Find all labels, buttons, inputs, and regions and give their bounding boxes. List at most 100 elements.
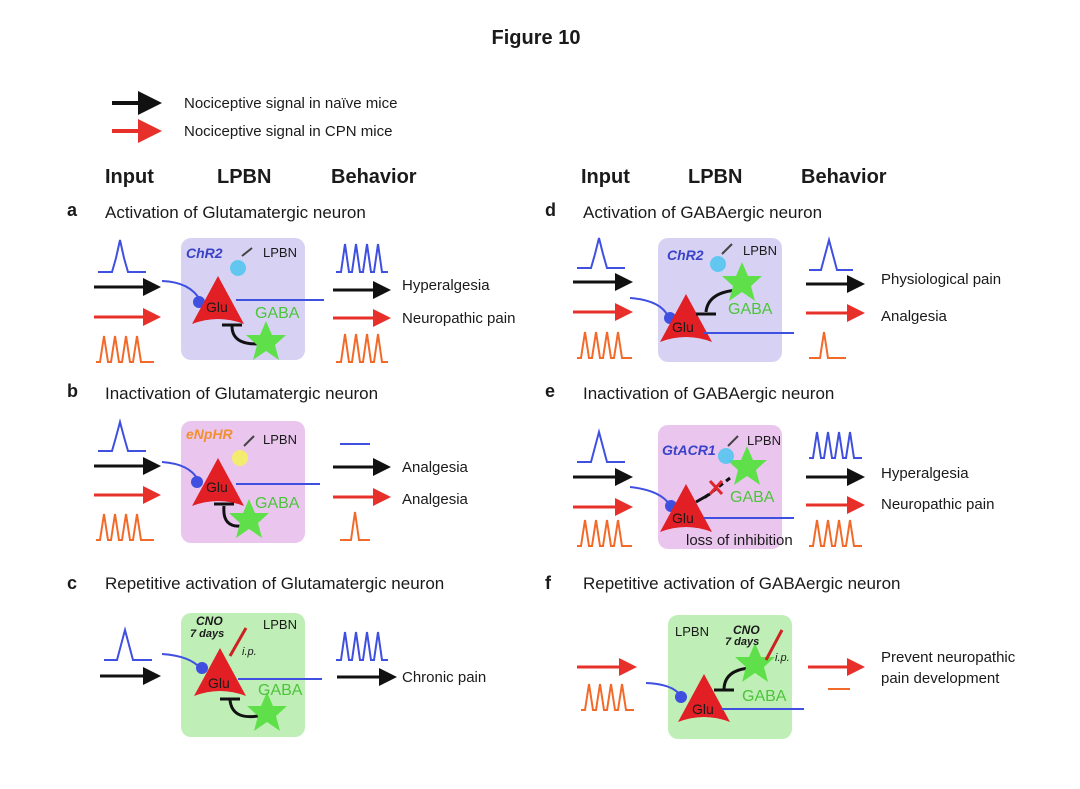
- panel-f-drug-label: CNO: [733, 623, 760, 637]
- panel-d-behavior-red: Analgesia: [881, 308, 948, 325]
- panel-f: f Repetitive activation of GABAergic neu…: [545, 573, 1016, 739]
- panel-b-behavior-red: Analgesia: [402, 491, 469, 508]
- panel-d-light: [710, 256, 726, 272]
- panel-c: c Repetitive activation of Glutamatergic…: [67, 573, 486, 737]
- panel-a-opsin-label: ChR2: [186, 245, 223, 261]
- panel-f-gaba-label: GABA: [742, 688, 787, 705]
- panel-d-letter: d: [545, 200, 556, 220]
- panel-e: e Inactivation of GABAergic neuron Glu G…: [545, 381, 994, 549]
- panel-a-letter: a: [67, 200, 78, 220]
- panel-e-glu-label: Glu: [672, 510, 694, 526]
- panel-c-input-trace-blue: [104, 626, 152, 661]
- panel-b-glu-label: Glu: [206, 479, 228, 495]
- column-header-lpbn-left: LPBN: [217, 166, 271, 188]
- panel-f-region-label: LPBN: [675, 624, 709, 639]
- panel-f-route-label: i.p.: [775, 652, 790, 664]
- panel-d-title: Activation of GABAergic neuron: [583, 203, 822, 222]
- panel-d-input-trace-blue: [577, 237, 625, 269]
- panel-e-region-label: LPBN: [747, 433, 781, 448]
- panel-b-lpbn-box: [181, 421, 305, 543]
- panel-c-duration-label: 7 days: [190, 628, 224, 640]
- panel-e-gaba-label: GABA: [730, 489, 775, 506]
- panel-e-behavior-black: Hyperalgesia: [881, 465, 969, 482]
- panel-a-gaba-label: GABA: [255, 305, 300, 322]
- panel-c-drug-label: CNO: [196, 614, 223, 628]
- panel-a: a Activation of Glutamatergic neuron Glu…: [67, 200, 515, 363]
- panel-b-title: Inactivation of Glutamatergic neuron: [105, 384, 378, 403]
- panel-d-input-trace-orange: [577, 331, 632, 359]
- panel-e-light: [718, 448, 734, 464]
- panel-e-letter: e: [545, 381, 555, 401]
- panel-e-note: loss of inhibition: [686, 532, 793, 549]
- panel-b: b Inactivation of Glutamatergic neuron G…: [67, 381, 469, 543]
- panel-a-region-label: LPBN: [263, 245, 297, 260]
- panel-e-inhibition-bar: [695, 492, 711, 504]
- panel-a-behavior-black: Hyperalgesia: [402, 277, 490, 294]
- panel-d: d Activation of GABAergic neuron Glu GAB…: [545, 200, 1001, 362]
- figure-title: Figure 10: [492, 27, 581, 49]
- column-header-input-left: Input: [105, 166, 154, 188]
- panel-b-input-trace-orange: [96, 513, 154, 541]
- legend-black-label: Nociceptive signal in naïve mice: [184, 95, 397, 112]
- panel-c-title: Repetitive activation of Glutamatergic n…: [105, 574, 444, 593]
- panel-e-behavior-red: Neuropathic pain: [881, 496, 994, 513]
- panel-c-syringe-icon: [228, 627, 248, 657]
- legend-red-label: Nociceptive signal in CPN mice: [184, 123, 392, 140]
- panel-a-behavior-red: Neuropathic pain: [402, 310, 515, 327]
- panel-b-output-trace-orange: [340, 511, 370, 541]
- panel-a-fiber: [241, 247, 253, 257]
- panel-b-behavior-black: Analgesia: [402, 459, 469, 476]
- panel-d-behavior-black: Physiological pain: [881, 271, 1001, 288]
- panel-e-input-trace-blue: [577, 428, 625, 463]
- panel-b-input-trace-blue: [98, 418, 146, 452]
- panel-a-output-trace-orange: [336, 333, 388, 363]
- panel-c-behavior-black: Chronic pain: [402, 669, 486, 686]
- column-header-lpbn-right: LPBN: [688, 166, 742, 188]
- panel-e-output-trace-blue: [809, 431, 862, 459]
- panel-f-title: Repetitive activation of GABAergic neuro…: [583, 574, 901, 593]
- panel-c-inhibition: [228, 699, 259, 719]
- panel-c-gaba-label: GABA: [258, 682, 303, 699]
- panel-c-glu-label: Glu: [208, 675, 230, 691]
- panel-a-input-trace-blue: [98, 239, 146, 273]
- panel-b-opsin-label: eNpHR: [186, 426, 234, 442]
- panel-e-input-trace-orange: [577, 519, 632, 547]
- panel-a-input-trace-orange: [96, 335, 154, 363]
- column-header-input-right: Input: [581, 166, 630, 188]
- panel-c-synapse: [196, 662, 208, 674]
- panel-b-synapse: [191, 476, 203, 488]
- panel-f-synapse: [675, 691, 687, 703]
- panel-b-fiber: [243, 435, 255, 447]
- panel-f-letter: f: [545, 573, 552, 593]
- panel-d-output-trace-blue: [809, 236, 853, 271]
- panel-d-glu-label: Glu: [672, 319, 694, 335]
- panel-c-route-label: i.p.: [242, 646, 257, 658]
- panel-f-glu-label: Glu: [692, 701, 714, 717]
- panel-f-behavior-red-line1: Prevent neuropathic: [881, 649, 1016, 666]
- panel-a-output-trace-blue: [336, 243, 388, 273]
- panel-a-glu-label: Glu: [206, 299, 228, 315]
- panel-a-light: [230, 260, 246, 276]
- panel-c-region-label: LPBN: [263, 617, 297, 632]
- panel-f-duration-label: 7 days: [725, 636, 759, 648]
- panel-f-input-trace-orange: [581, 683, 634, 711]
- panel-e-fiber: [727, 435, 739, 447]
- column-header-behavior-right: Behavior: [801, 166, 887, 188]
- column-header-behavior-left: Behavior: [331, 166, 417, 188]
- panel-f-syringe-icon: [764, 629, 784, 661]
- panel-b-region-label: LPBN: [263, 432, 297, 447]
- panel-d-gaba-label: GABA: [728, 301, 773, 318]
- panel-b-inhibition: [222, 505, 243, 528]
- panel-e-title: Inactivation of GABAergic neuron: [583, 384, 834, 403]
- panel-c-output-trace-blue: [336, 631, 388, 661]
- panel-d-region-label: LPBN: [743, 243, 777, 258]
- panel-a-synapse: [193, 296, 205, 308]
- panel-a-title: Activation of Glutamatergic neuron: [105, 203, 366, 222]
- panel-e-output-trace-orange: [809, 519, 862, 547]
- panel-e-opsin-label: GtACR1: [662, 442, 716, 458]
- panel-e-block-icon: [708, 479, 724, 496]
- panel-d-opsin-label: ChR2: [667, 247, 704, 263]
- panel-d-output-trace-orange: [809, 331, 846, 359]
- panel-f-behavior-red-line2: pain development: [881, 670, 1000, 687]
